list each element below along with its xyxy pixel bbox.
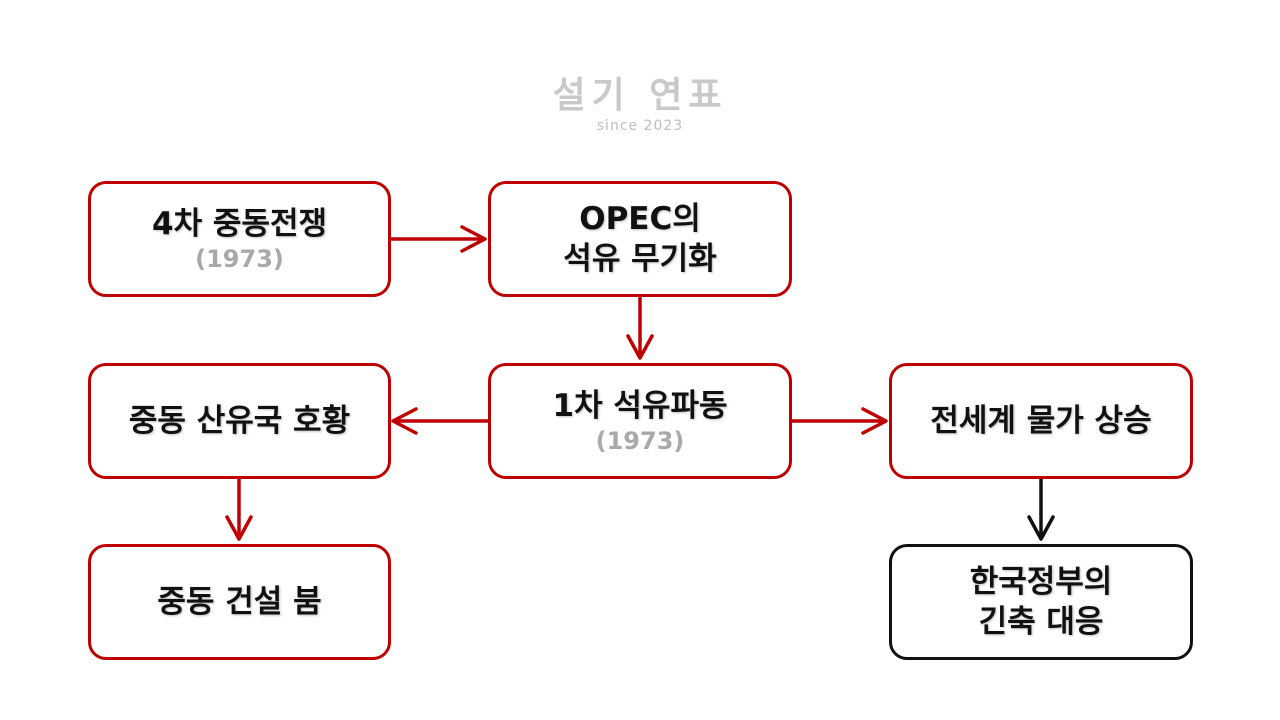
node-label-line2: 긴축 대응 [978,604,1104,640]
node-label: 중동 건설 붐 [157,584,322,620]
node-label: 전세계 물가 상승 [930,403,1152,439]
node-label-line1: OPEC의 [579,201,701,237]
node-global-price-rise: 전세계 물가 상승 [889,363,1193,479]
node-korea-austerity: 한국정부의 긴축 대응 [889,544,1193,660]
node-label: 중동 산유국 호황 [128,403,351,439]
node-opec-oil-weapon: OPEC의 석유 무기화 [488,181,792,297]
node-mideast-construction: 중동 건설 붐 [88,544,391,660]
arrow-oilshock-to-boom [391,407,490,435]
arrow-war-to-opec [388,225,487,253]
node-label-line1: 한국정부의 [969,564,1113,600]
node-mideast-boom: 중동 산유국 호황 [88,363,391,479]
node-year: (1973) [195,245,284,273]
node-yom-kippur-war: 4차 중동전쟁 (1973) [88,181,391,297]
watermark-logo: 설기 연표 since 2023 [540,74,740,134]
node-first-oil-shock: 1차 석유파동 (1973) [488,363,792,479]
watermark-subtitle: since 2023 [596,118,684,134]
arrow-oilshock-to-prices [790,407,888,435]
node-label-line2: 석유 무기화 [563,241,717,277]
arrow-boom-to-construction [225,477,253,541]
arrow-opec-to-oilshock [626,295,654,360]
node-label: 1차 석유파동 [552,388,728,424]
node-year: (1973) [595,427,685,455]
watermark-title: 설기 연표 [552,75,728,116]
node-label: 4차 중동전쟁 [152,206,327,242]
arrow-prices-to-austerity [1027,477,1055,541]
